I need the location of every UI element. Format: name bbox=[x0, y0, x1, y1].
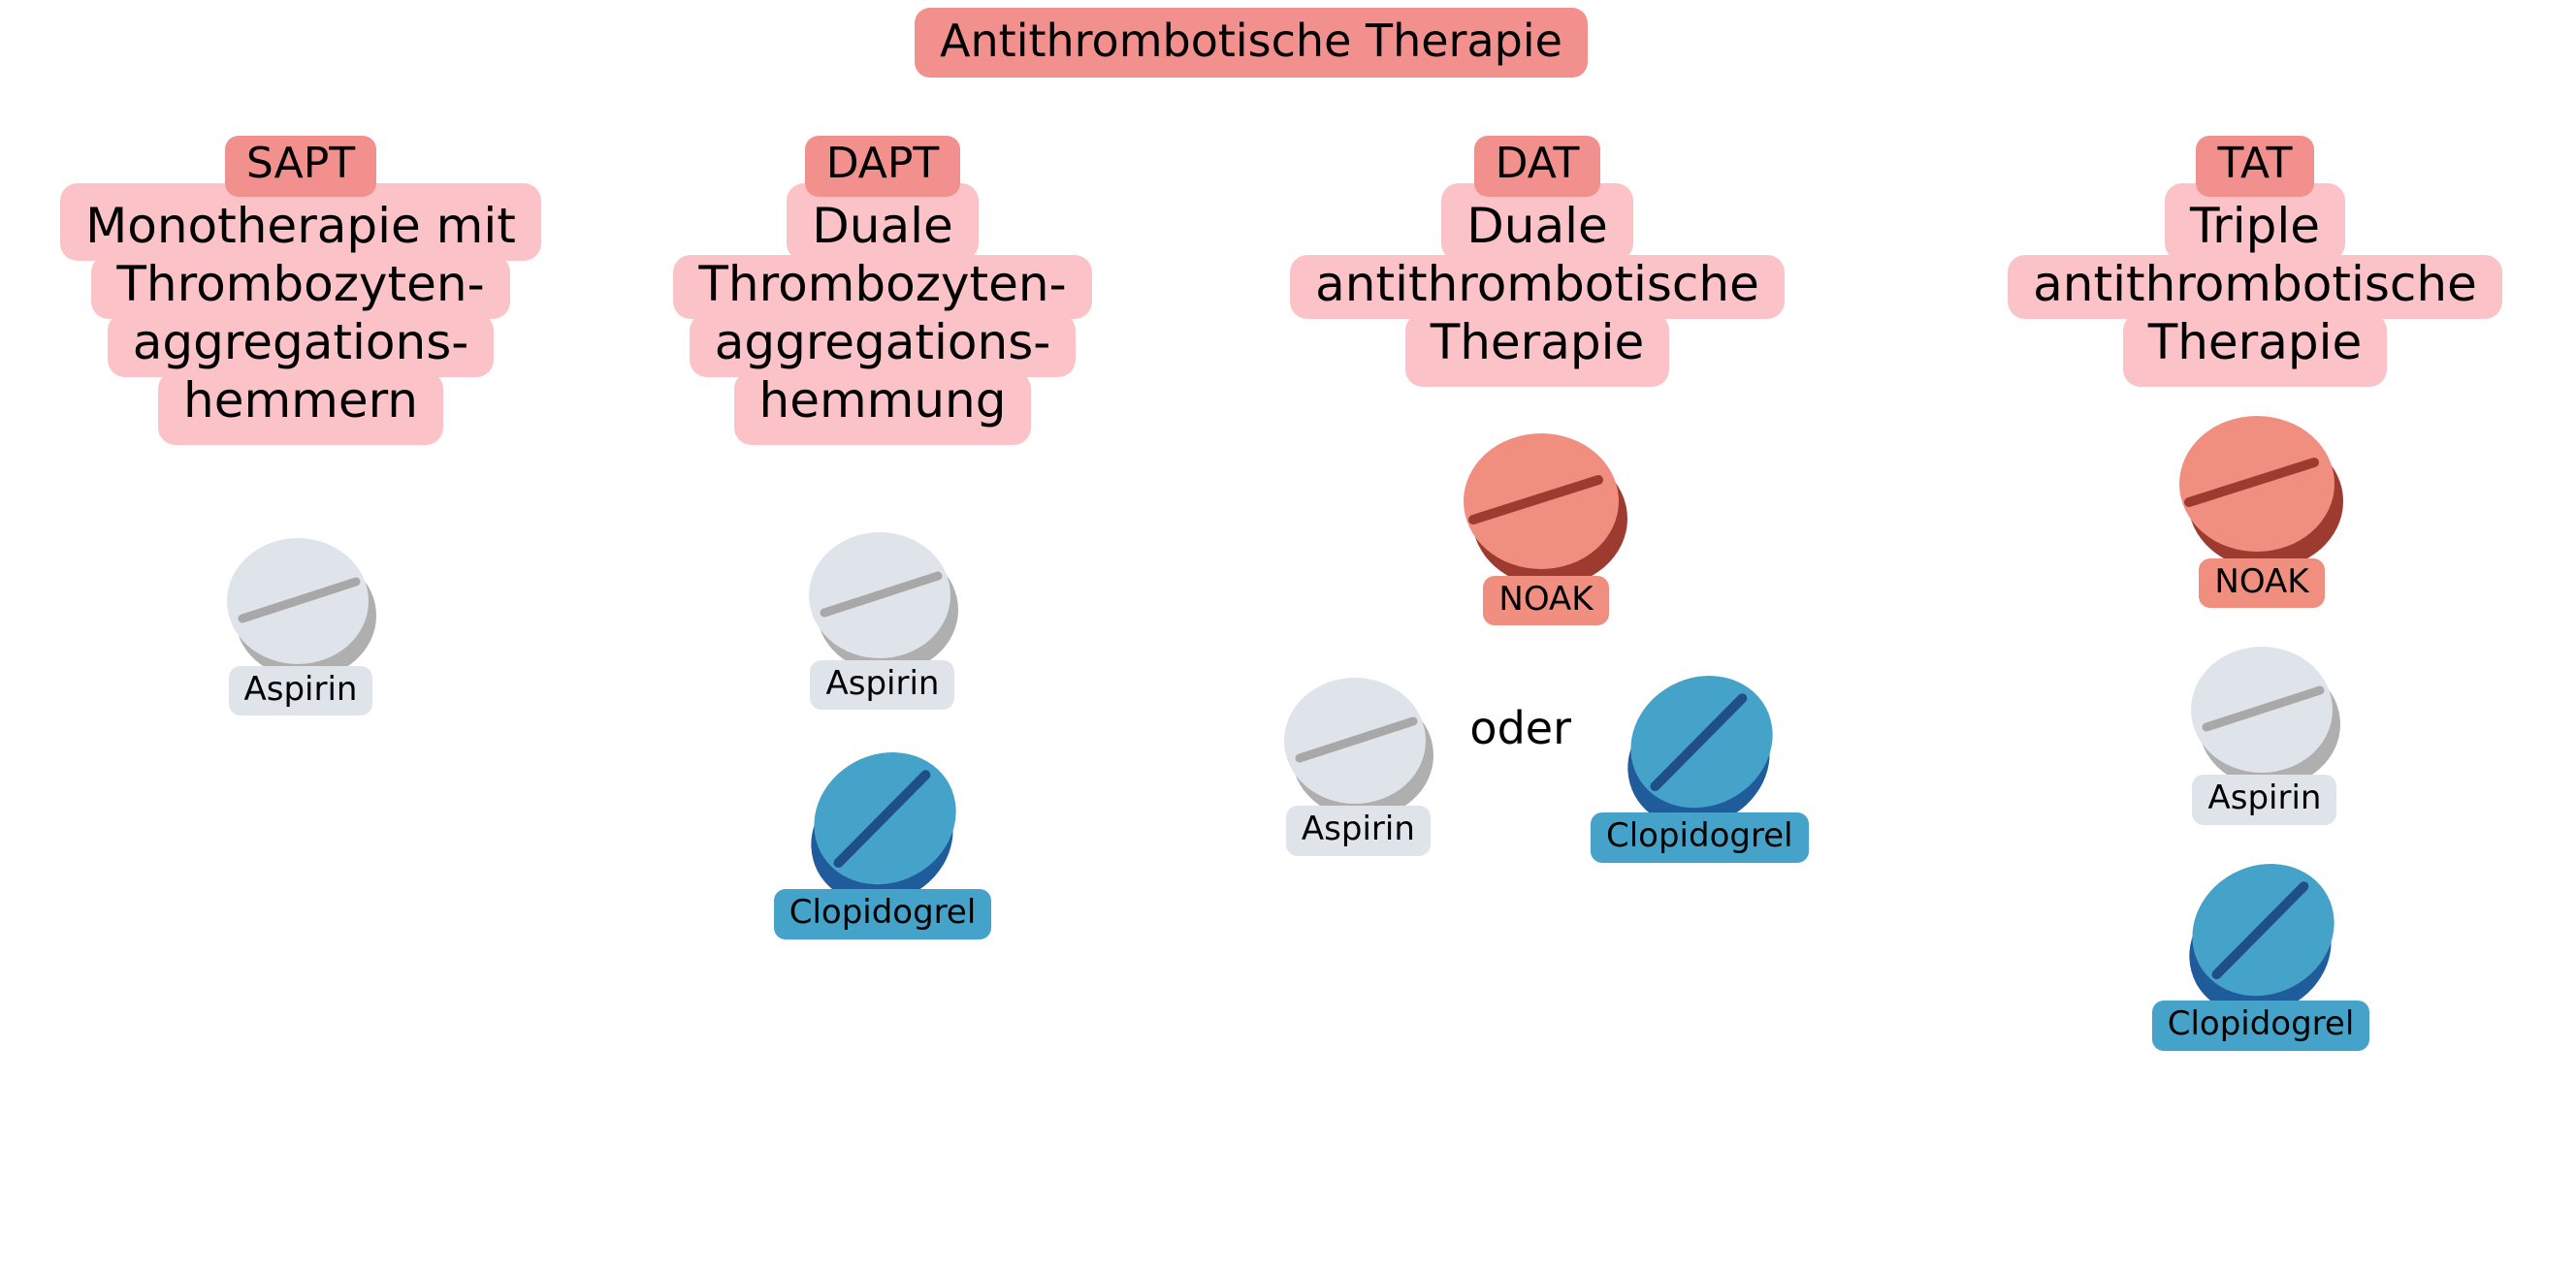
column-abbr-dat: DAT bbox=[1473, 136, 1601, 197]
drug-label-noak: NOAK bbox=[1483, 575, 1609, 626]
column-description-dat: Duale antithrombotische Therapie bbox=[1290, 182, 1785, 387]
drug-item-aspirin[interactable]: Aspirin bbox=[209, 526, 393, 716]
root-title-label: Antithrombotische Therapie bbox=[915, 8, 1588, 79]
alternative-connector-label: oder bbox=[1469, 701, 1571, 754]
drug-stack-sapt: Aspirin bbox=[209, 526, 393, 716]
description-line: aggregations- bbox=[689, 312, 1077, 377]
column-description-dapt: Duale Thrombozyten- aggregations- hemmun… bbox=[673, 182, 1092, 445]
column-description-tat: Triple antithrombotische Therapie bbox=[2008, 182, 2502, 387]
column-tat: TAT Triple antithrombotische Therapie NO… bbox=[1935, 136, 2575, 1051]
aspirin-pill-icon bbox=[1266, 666, 1450, 831]
drug-stack-dapt: Aspirin Clopidogrel bbox=[773, 521, 992, 940]
clopidogrel-pill-icon bbox=[2159, 846, 2363, 1026]
clopidogrel-pill-icon bbox=[1597, 658, 1801, 838]
drug-stack-tat: NOAK Aspirin bbox=[2141, 404, 2370, 1051]
aspirin-pill-icon bbox=[209, 526, 393, 691]
drug-label-aspirin: Aspirin bbox=[1285, 805, 1431, 856]
description-line: antithrombotische bbox=[2008, 254, 2502, 319]
drug-item-aspirin[interactable]: Aspirin bbox=[1266, 666, 1450, 856]
column-dapt: DAPT Duale Thrombozyten- aggregations- h… bbox=[640, 136, 1125, 940]
description-line: aggregations- bbox=[107, 312, 495, 377]
drug-item-clopidogrel[interactable]: Clopidogrel bbox=[2151, 846, 2370, 1051]
description-line: Thrombozyten- bbox=[673, 254, 1092, 319]
description-line: Therapie bbox=[1404, 312, 1670, 387]
description-line: antithrombotische bbox=[1290, 254, 1785, 319]
column-description-sapt: Monotherapie mit Thrombozyten- aggregati… bbox=[60, 182, 541, 445]
description-line: hemmern bbox=[158, 370, 443, 445]
drug-label-aspirin: Aspirin bbox=[2192, 775, 2337, 826]
aspirin-pill-icon bbox=[2173, 635, 2357, 800]
column-abbr-tat: TAT bbox=[2196, 136, 2314, 197]
drug-item-clopidogrel[interactable]: Clopidogrel bbox=[1590, 658, 1809, 864]
drug-label-noak: NOAK bbox=[2199, 557, 2325, 609]
drug-stack-dat: NOAK Aspirin oder bbox=[1266, 422, 1809, 864]
column-abbr-sapt: SAPT bbox=[224, 136, 377, 197]
drug-item-noak[interactable]: NOAK bbox=[1441, 422, 1650, 626]
drug-label-clopidogrel: Clopidogrel bbox=[2151, 1001, 2370, 1051]
column-abbr-dapt: DAPT bbox=[804, 136, 961, 197]
description-line: hemmung bbox=[733, 370, 1032, 445]
noak-pill-icon bbox=[1441, 422, 1650, 601]
drug-item-clopidogrel[interactable]: Clopidogrel bbox=[773, 735, 992, 940]
description-line: Thrombozyten- bbox=[91, 254, 510, 319]
description-line: Therapie bbox=[2122, 312, 2388, 387]
drug-label-clopidogrel: Clopidogrel bbox=[1590, 812, 1809, 864]
drug-label-clopidogrel: Clopidogrel bbox=[773, 889, 992, 940]
noak-pill-icon bbox=[2157, 404, 2366, 584]
column-sapt: SAPT Monotherapie mit Thrombozyten- aggr… bbox=[58, 136, 543, 716]
drug-label-aspirin: Aspirin bbox=[810, 659, 955, 711]
drug-item-aspirin[interactable]: Aspirin bbox=[2173, 635, 2357, 826]
drug-item-aspirin[interactable]: Aspirin bbox=[790, 521, 975, 711]
diagram-root-title: Antithrombotische Therapie bbox=[815, 8, 1688, 79]
alternative-drug-row: Aspirin oder Clopidogrel bbox=[1266, 658, 1809, 864]
drug-label-aspirin: Aspirin bbox=[228, 665, 373, 716]
aspirin-pill-icon bbox=[790, 521, 975, 685]
column-dat: DAT Duale antithrombotische Therapie NOA… bbox=[1208, 136, 1867, 864]
clopidogrel-pill-icon bbox=[781, 735, 984, 914]
drug-item-noak[interactable]: NOAK bbox=[2157, 404, 2366, 609]
